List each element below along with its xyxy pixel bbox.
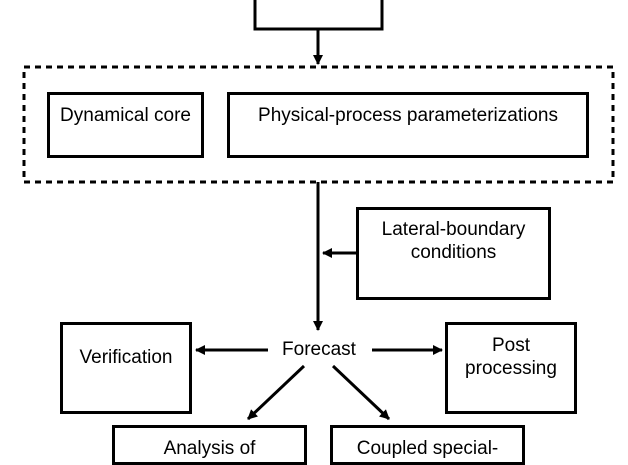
post-processing-box: Post processing bbox=[445, 322, 577, 414]
verification-box: Verification bbox=[60, 322, 192, 414]
arrow-forecast-to-analysis bbox=[246, 364, 306, 421]
coupled-special-box: Coupled special- bbox=[330, 425, 525, 465]
lateral-boundary-box: Lateral-boundary conditions bbox=[356, 207, 551, 300]
physical-process-label: Physical-process parameterizations bbox=[258, 105, 558, 126]
post-processing-label: Post processing bbox=[465, 335, 557, 379]
top-input-box bbox=[253, 0, 384, 31]
lateral-boundary-label: Lateral-boundary conditions bbox=[381, 219, 526, 263]
arrow-forecast-to-coupled bbox=[331, 364, 391, 421]
analysis-box: Analysis of bbox=[112, 425, 307, 465]
dynamical-core-box: Dynamical core bbox=[47, 92, 204, 158]
dynamical-core-label: Dynamical core bbox=[60, 105, 191, 126]
verification-label: Verification bbox=[79, 346, 173, 368]
physical-process-box: Physical-process parameterizations bbox=[227, 92, 589, 158]
forecast-label: Forecast bbox=[272, 338, 366, 361]
diagram-canvas bbox=[22, 0, 615, 421]
